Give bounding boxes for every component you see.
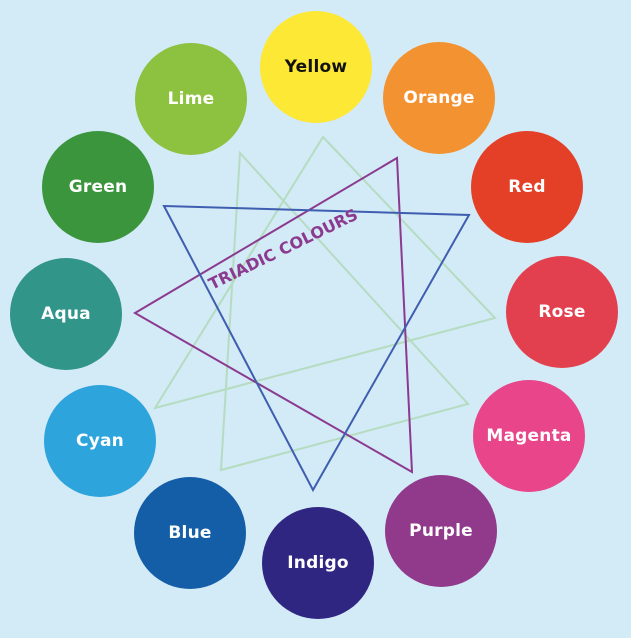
circle-label-red: Red [508,177,546,197]
circle-label-rose: Rose [538,302,586,322]
circle-label-blue: Blue [168,523,212,543]
circle-label-lime: Lime [167,89,215,109]
circle-purple: Purple [385,475,497,587]
triangle-light-up [152,135,497,410]
triangle-light-down [219,150,470,472]
circle-label-yellow: Yellow [284,57,348,77]
circle-label-purple: Purple [409,521,473,541]
triangle-blue [162,204,471,493]
circle-label-magenta: Magenta [486,426,572,446]
circle-lime: Lime [135,43,247,155]
circle-label-indigo: Indigo [287,553,349,573]
triadic-colours-label: TRIADIC COLOURS [205,205,360,294]
circle-label-green: Green [68,177,128,197]
circle-label-aqua: Aqua [41,304,91,324]
circle-orange: Orange [383,42,495,154]
circle-blue: Blue [134,477,246,589]
triangle-purple [133,156,414,474]
circle-label-cyan: Cyan [76,431,124,451]
circle-aqua: Aqua [10,258,122,370]
circle-cyan: Cyan [44,385,156,497]
circle-red: Red [471,131,583,243]
circle-rose: Rose [506,256,618,368]
circle-magenta: Magenta [473,380,585,492]
circle-label-orange: Orange [403,88,475,108]
circle-indigo: Indigo [262,507,374,619]
circle-yellow: Yellow [260,11,372,123]
circle-green: Green [42,131,154,243]
